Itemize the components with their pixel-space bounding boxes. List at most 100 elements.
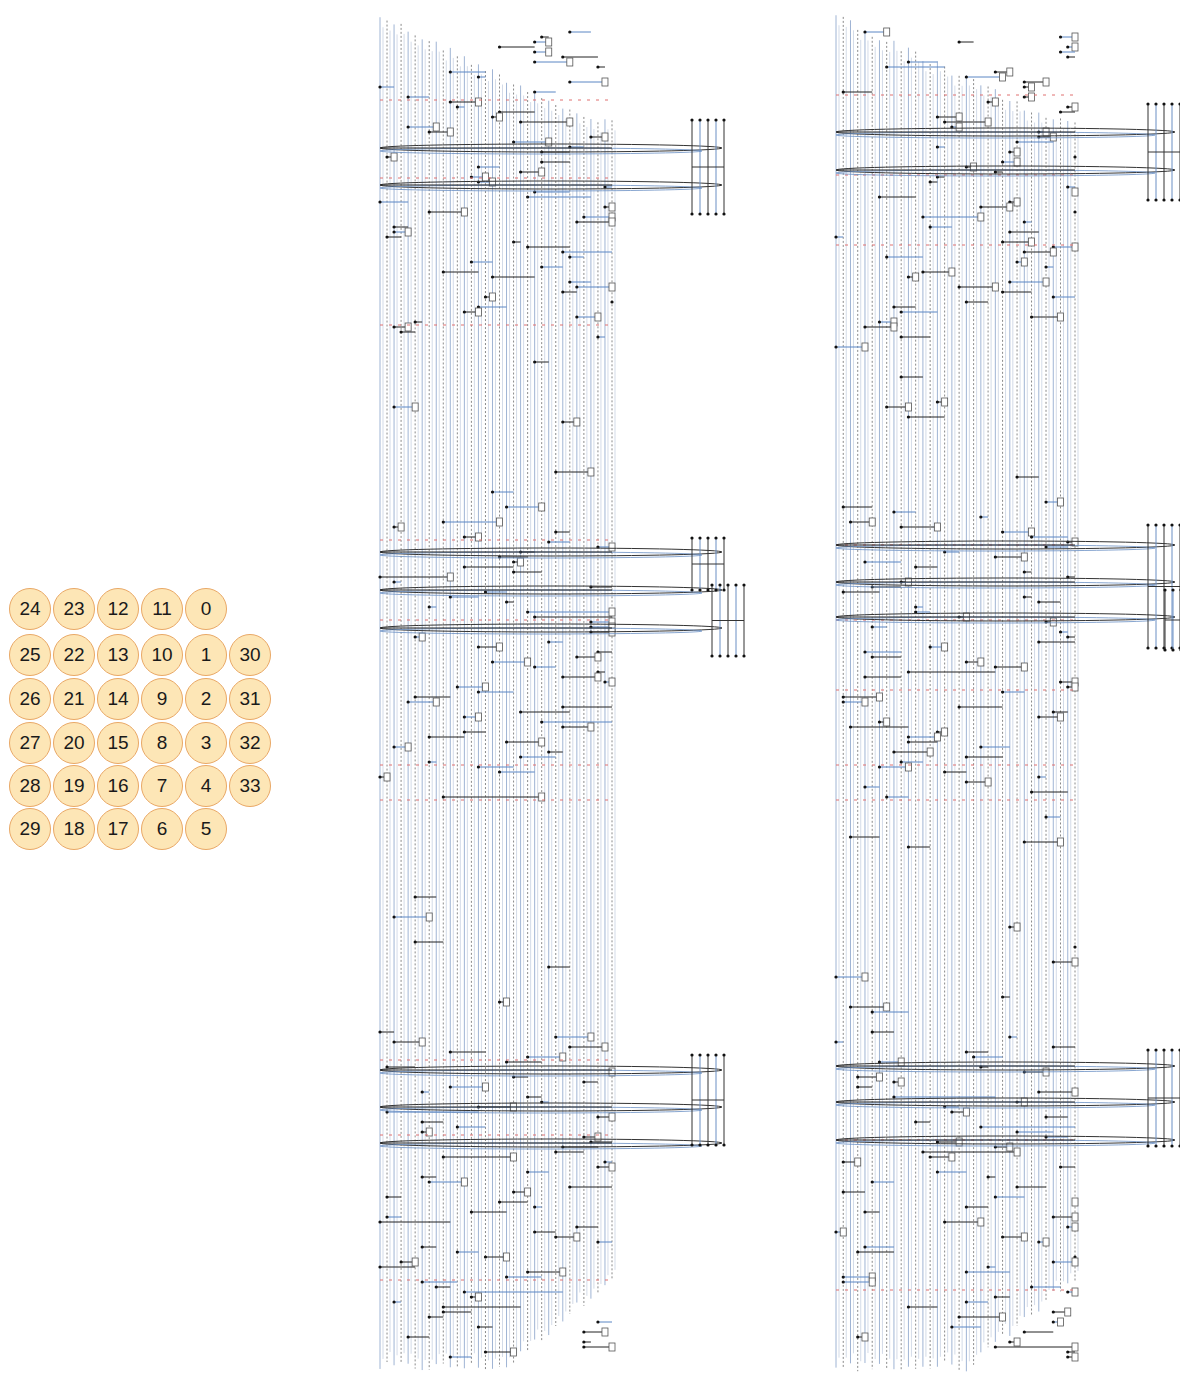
gate-line xyxy=(974,1057,1003,1058)
gate-dot xyxy=(1023,570,1026,573)
gate-dot xyxy=(1171,648,1174,651)
gate-line xyxy=(1032,537,1068,538)
gate-dot xyxy=(929,180,932,183)
gate-dot xyxy=(603,185,606,188)
gate-line xyxy=(995,1197,1024,1198)
gate-box xyxy=(949,1153,955,1161)
qubit-wire xyxy=(1067,121,1068,1283)
long-gate xyxy=(836,617,1155,623)
gate-line xyxy=(521,122,570,123)
gate-dot xyxy=(477,75,480,78)
gate-box xyxy=(489,293,495,301)
gate-dot xyxy=(596,1320,599,1323)
gate-line xyxy=(422,1177,436,1178)
gate-line xyxy=(429,1182,464,1183)
gate-dot xyxy=(505,505,508,508)
gate-dot xyxy=(929,225,932,228)
gate-line xyxy=(535,62,570,63)
gate-line xyxy=(901,337,930,338)
qubit-wire xyxy=(901,51,902,1369)
gate-box xyxy=(567,58,573,66)
gate-box xyxy=(609,678,615,686)
gate-line xyxy=(563,727,591,728)
gate-dot xyxy=(414,635,417,638)
qubit-number: 2 xyxy=(201,688,212,710)
gate-line xyxy=(528,197,591,198)
gate-box xyxy=(1072,1343,1078,1351)
gate-dot xyxy=(1030,790,1033,793)
gate-dot xyxy=(449,1085,452,1088)
gate-box xyxy=(426,913,432,921)
gate-box xyxy=(447,128,453,136)
gate-dot xyxy=(986,1265,989,1268)
gate-line xyxy=(1003,532,1032,533)
gate-dot xyxy=(1154,1144,1157,1147)
gate-box xyxy=(862,698,868,706)
gate-dot xyxy=(979,515,982,518)
qubit-number: 31 xyxy=(239,688,260,710)
gate-dot xyxy=(568,280,571,283)
qubit-circle: 23 xyxy=(53,588,95,630)
qubit-wire xyxy=(548,101,549,1335)
gate-line xyxy=(836,544,1075,545)
gate-dot xyxy=(1015,260,1018,263)
qubit-wire xyxy=(593,129,594,1289)
gate-dot xyxy=(463,730,466,733)
qubit-wire xyxy=(962,86,963,1361)
gate-line xyxy=(422,1122,443,1123)
gate-line xyxy=(380,577,450,578)
gate-box xyxy=(1072,103,1078,111)
gate-box xyxy=(927,748,933,756)
gate-dot xyxy=(914,605,917,608)
gate-dot xyxy=(421,1280,424,1283)
gate-dot xyxy=(979,1125,982,1128)
gate-dot xyxy=(958,1315,961,1318)
gate-box xyxy=(475,308,481,316)
gate-dot xyxy=(582,1340,585,1343)
gate-line xyxy=(995,667,1024,668)
gate-dot xyxy=(596,1165,599,1168)
gate-dot xyxy=(994,1345,997,1348)
gate-line xyxy=(916,1122,930,1123)
gate-box xyxy=(602,78,608,86)
gate-dot xyxy=(540,35,543,38)
gate-dot xyxy=(1001,290,1004,293)
gate-dot xyxy=(603,205,606,208)
qubit-wire xyxy=(397,34,398,1355)
gate-line xyxy=(916,567,938,568)
gate-box xyxy=(504,1253,510,1261)
qubit-circle: 31 xyxy=(229,678,271,720)
gate-line xyxy=(457,687,485,688)
gate-line xyxy=(408,702,436,703)
gate-box xyxy=(1029,528,1035,536)
qubit-wire xyxy=(843,17,844,1368)
gate-dot xyxy=(842,90,845,93)
qubit-wire xyxy=(853,30,854,1353)
gate-dot xyxy=(1044,815,1047,818)
gate-dot xyxy=(900,375,903,378)
gate-line xyxy=(443,797,541,798)
gate-box xyxy=(539,168,545,176)
gate-dot xyxy=(1059,35,1062,38)
gate-dot xyxy=(526,195,529,198)
gate-line xyxy=(387,1197,401,1198)
gate-dot xyxy=(950,1110,953,1113)
qubit-number: 11 xyxy=(152,598,172,620)
qubit-wire xyxy=(453,58,454,1357)
gate-dot xyxy=(610,300,613,303)
gate-dot xyxy=(463,715,466,718)
qubit-wire xyxy=(1075,122,1076,1280)
gate-dot xyxy=(965,1300,968,1303)
gate-line xyxy=(422,1247,436,1248)
gate-dot xyxy=(1146,523,1149,526)
qubit-number: 7 xyxy=(157,775,168,797)
gate-line xyxy=(528,247,570,248)
qubit-number: 16 xyxy=(107,775,128,797)
gate-dot xyxy=(856,1085,859,1088)
gate-dot xyxy=(505,1060,508,1063)
qubit-circle: 10 xyxy=(141,634,183,676)
gate-line xyxy=(577,222,612,223)
gate-line xyxy=(387,237,401,238)
qubit-wire xyxy=(872,37,873,1369)
gate-line xyxy=(995,1347,1075,1348)
